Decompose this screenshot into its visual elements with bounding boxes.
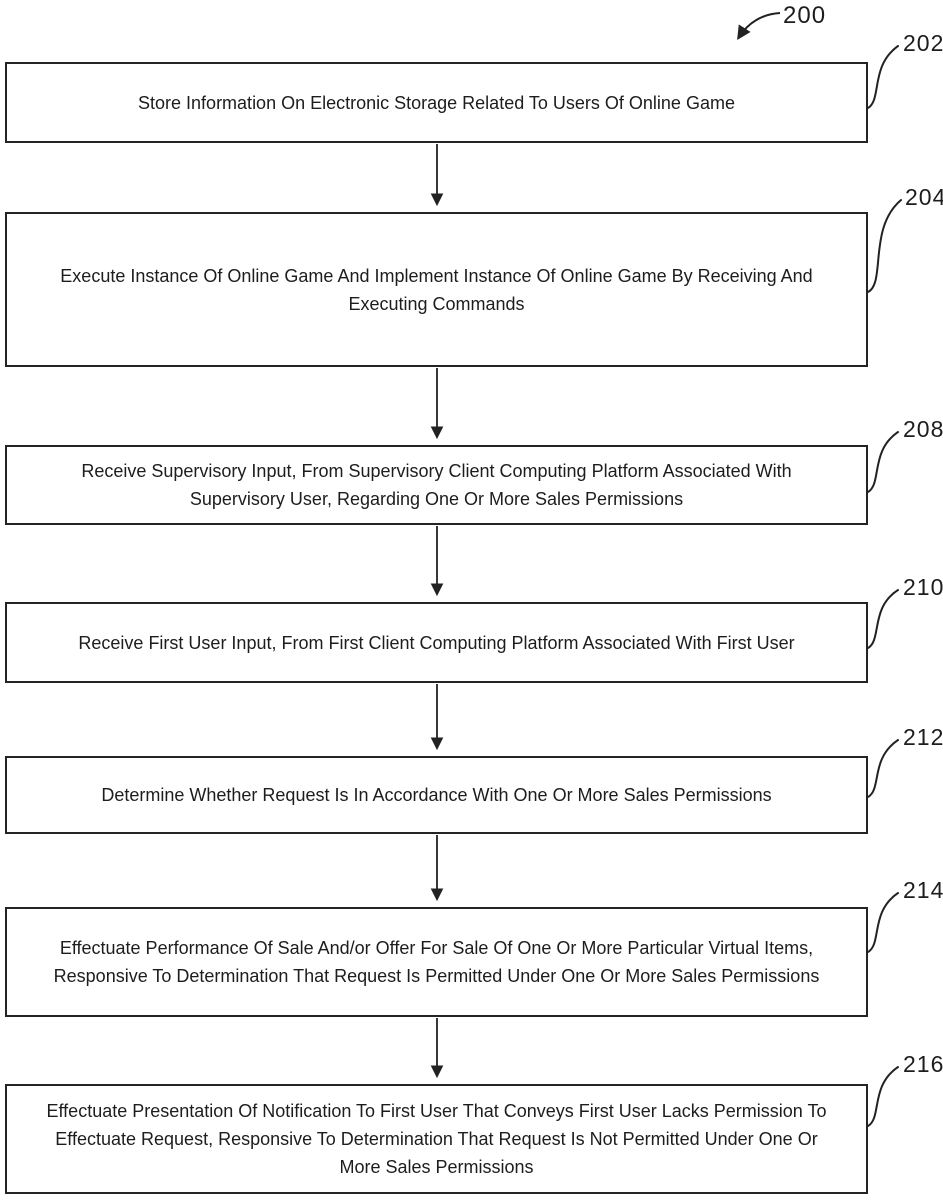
ref-label-202: 202 (903, 30, 943, 56)
leader-line-202 (867, 45, 899, 109)
ref-label-208: 208 (903, 416, 943, 442)
step-box-204: Execute Instance Of Online Game And Impl… (5, 212, 868, 367)
figure-ref-label: 200 (783, 2, 827, 29)
step-box-216: Effectuate Presentation Of Notification … (5, 1084, 868, 1194)
step-text-204: Execute Instance Of Online Game And Impl… (60, 265, 813, 314)
step-box-212: Determine Whether Request Is In Accordan… (5, 756, 868, 834)
step-box-202: Store Information On Electronic Storage … (5, 62, 868, 143)
step-text-202: Store Information On Electronic Storage … (138, 92, 735, 113)
ref-label-216: 216 (903, 1051, 943, 1077)
step-text-210: Receive First User Input, From First Cli… (78, 632, 795, 653)
ref-label-212: 212 (903, 724, 943, 750)
leader-line-208 (867, 431, 899, 493)
step-box-214: Effectuate Performance Of Sale And/or Of… (5, 907, 868, 1017)
step-text-214: Effectuate Performance Of Sale And/or Of… (53, 938, 820, 986)
step-box-208: Receive Supervisory Input, From Supervis… (5, 445, 868, 525)
ref-label-210: 210 (903, 574, 943, 600)
step-text-208: Receive Supervisory Input, From Supervis… (81, 461, 792, 509)
leader-line-204 (867, 199, 902, 293)
leader-line-212 (867, 739, 899, 798)
figure-ref-arrow (737, 12, 781, 40)
ref-label-214: 214 (903, 877, 943, 903)
step-text-212: Determine Whether Request Is In Accordan… (101, 785, 772, 805)
step-box-210: Receive First User Input, From First Cli… (5, 602, 868, 683)
ref-label-204: 204 (905, 184, 943, 210)
step-text-216: Effectuate Presentation Of Notification … (46, 1101, 827, 1177)
leader-line-214 (867, 892, 899, 953)
leader-line-210 (867, 589, 899, 649)
leader-line-216 (867, 1066, 899, 1127)
